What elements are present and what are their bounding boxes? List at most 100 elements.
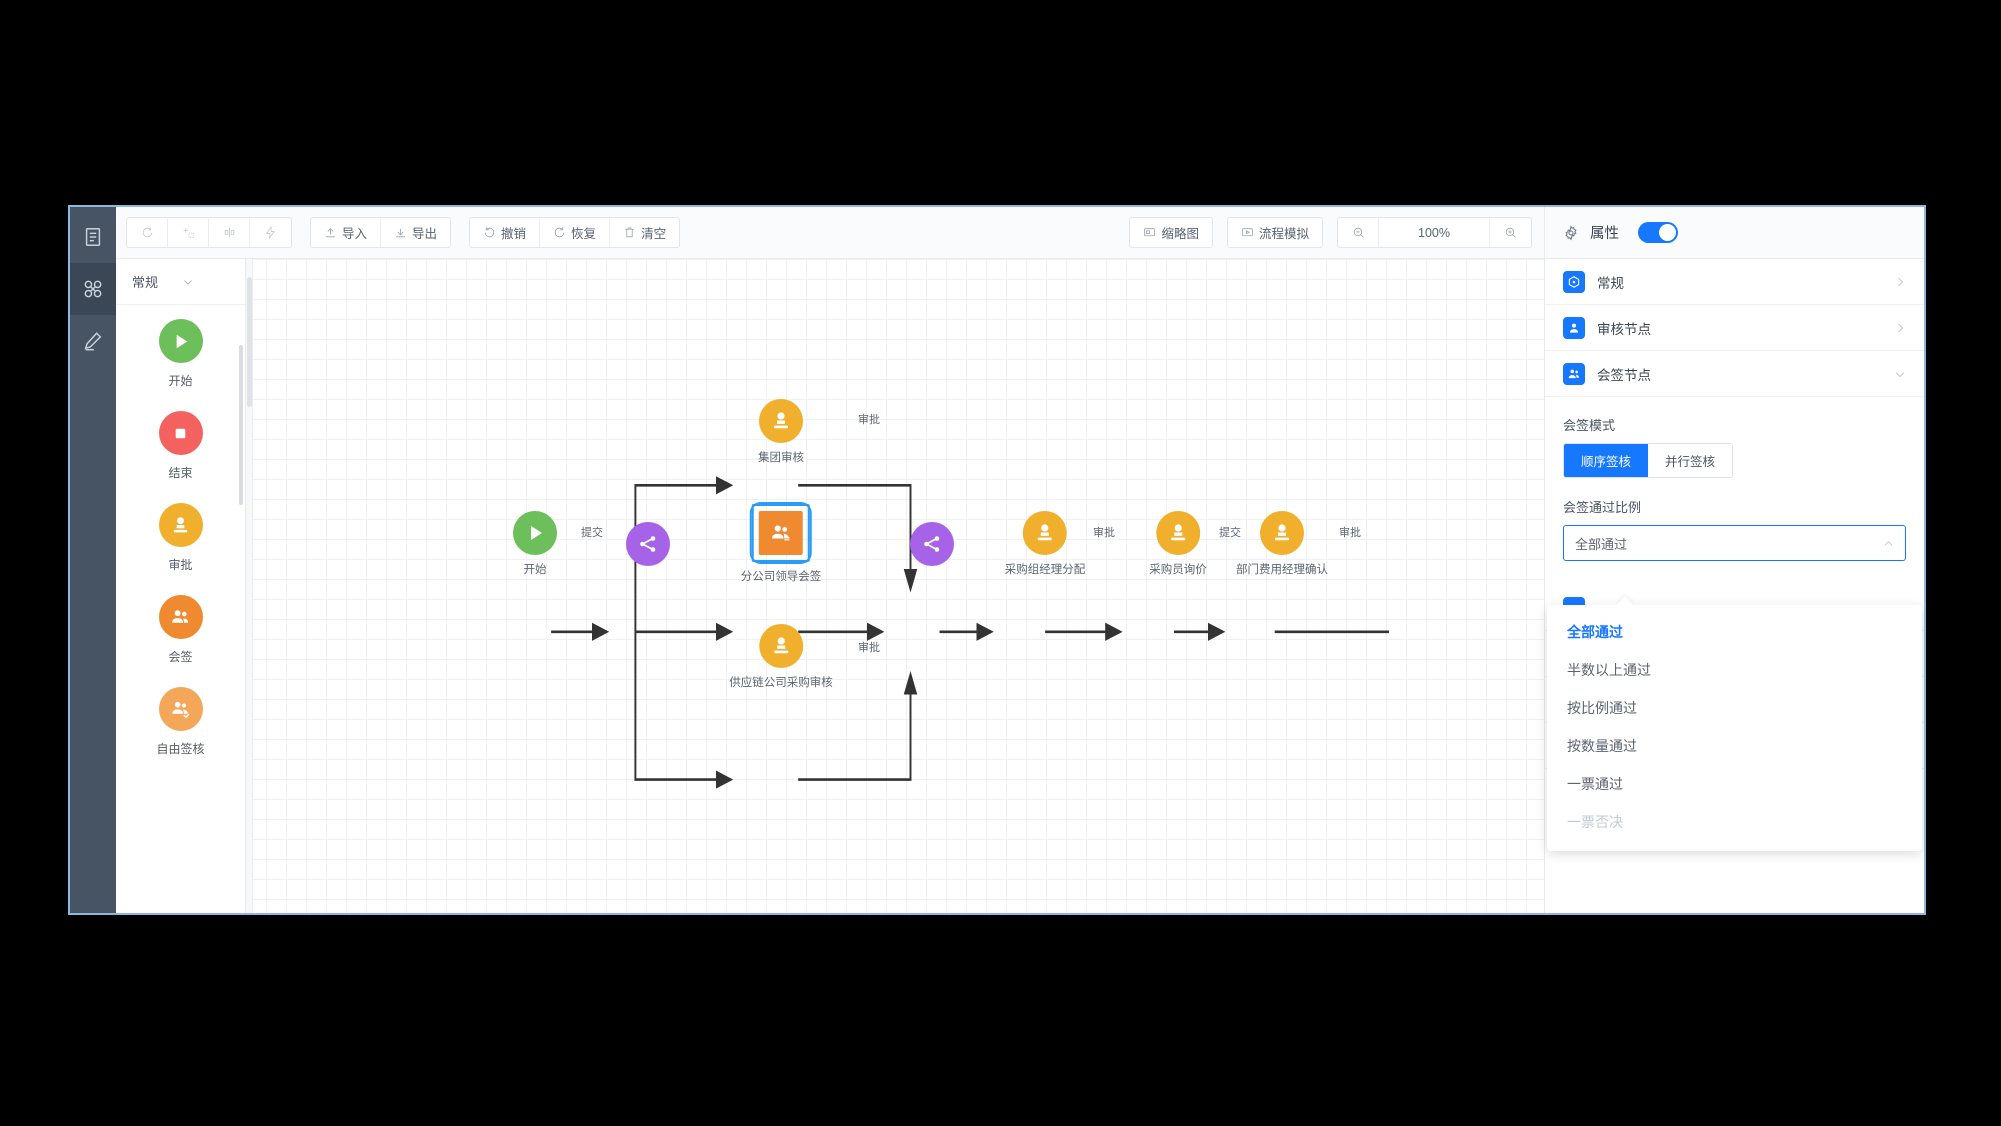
palette-item-label: 审批 [168, 558, 193, 572]
flow-edges [551, 476, 1390, 789]
properties-header: 属性 [1545, 207, 1924, 259]
section-label: 常规 [1597, 275, 1624, 291]
dropdown-option[interactable]: 按数量通过 [1567, 738, 1637, 754]
dropdown-option[interactable]: 半数以上通过 [1567, 662, 1651, 678]
countersign-mode-segmented: 顺序签核 并行签核 [1563, 443, 1734, 478]
free-sign-icon [172, 701, 190, 718]
left-icon-rail [70, 207, 116, 913]
rail-shapes-button[interactable] [70, 263, 116, 315]
zoom-out-button[interactable] [1338, 218, 1380, 247]
approval-icon [1171, 524, 1185, 541]
rail-pen-button[interactable] [70, 315, 116, 367]
flow-node-gateway-1[interactable] [626, 522, 670, 566]
gateway-icon [640, 536, 656, 552]
simulate-button[interactable]: 流程模拟 [1228, 218, 1322, 247]
undo-circle-icon [142, 227, 152, 238]
palette-item-label: 结束 [168, 466, 193, 480]
dropdown-option[interactable]: 全部通过 [1567, 624, 1623, 640]
stop-icon [175, 428, 186, 438]
countersign-ratio-dropdown: 全部通过 半数以上通过 按比例通过 按数量通过 一票通过 一票否决 [1547, 605, 1922, 851]
zoom-group: 100% [1337, 217, 1532, 248]
toolbar-align-button[interactable] [209, 218, 250, 247]
palette-item-label: 自由签核 [156, 742, 205, 756]
section-general[interactable]: 常规 [1545, 259, 1924, 305]
cube-icon [1563, 270, 1585, 293]
flow-node-dept-cost-manager[interactable]: 部门费用经理确认 [1236, 511, 1328, 577]
toolbar-add-node-button[interactable] [168, 218, 209, 247]
document-icon [85, 228, 101, 246]
users-icon [1563, 362, 1585, 385]
edge-label: 审批 [1339, 527, 1361, 539]
countersign-ratio-select[interactable]: 全部通过 [1563, 525, 1906, 561]
properties-toggle[interactable] [1638, 222, 1678, 243]
palette-approval-circle [158, 503, 203, 547]
redo-button[interactable]: 恢复 [540, 218, 611, 247]
rail-document-button[interactable] [70, 211, 116, 263]
countersign-icon [772, 525, 790, 541]
palette-item-approval[interactable]: 审批 [116, 503, 245, 573]
section-countersign-node[interactable]: 会签节点 [1545, 351, 1924, 397]
approval-icon [1275, 524, 1289, 541]
lightning-icon [265, 226, 276, 239]
palette-item-end[interactable]: 结束 [116, 411, 245, 481]
palette-item-label: 开始 [168, 374, 193, 388]
flow-node-gateway-2[interactable] [910, 522, 954, 566]
palette-item-free-sign[interactable]: 自由签核 [116, 687, 245, 757]
node-label: 部门费用经理确认 [1236, 564, 1328, 576]
flow-node-supply-review[interactable]: 供应链公司采购审核 [729, 624, 833, 690]
undo-button[interactable]: 撤销 [470, 218, 541, 247]
chevron-right-icon [1898, 323, 1904, 332]
play-icon [531, 526, 542, 540]
zoom-value[interactable]: 100% [1379, 218, 1490, 247]
import-button[interactable]: 导入 [311, 218, 382, 247]
clear-button[interactable]: 清空 [610, 218, 679, 247]
chevron-down-icon [1895, 371, 1905, 377]
toolbar-undo-circle-button[interactable] [127, 218, 168, 247]
countersign-icon [172, 609, 189, 623]
flow-node-group-review[interactable]: 集团审核 [758, 399, 804, 465]
play-icon [176, 334, 188, 348]
flow-node-start[interactable]: 开始 [513, 511, 557, 577]
clear-label: 清空 [641, 227, 667, 241]
section-label: 审核节点 [1597, 321, 1651, 337]
palette-category-header[interactable]: 常规 [116, 259, 245, 305]
countersign-node-circle [750, 502, 812, 564]
align-icon [224, 227, 234, 238]
edge-label: 审批 [858, 414, 880, 426]
palette-item-start[interactable]: 开始 [116, 319, 245, 389]
pen-icon [84, 332, 102, 351]
selection-frame [750, 502, 812, 564]
gateway-node-circle [910, 522, 954, 566]
palette-scrollbar[interactable] [239, 345, 243, 505]
toolbar-lightning-button[interactable] [250, 218, 291, 247]
undo-label: 撤销 [501, 227, 527, 241]
palette-item-countersign[interactable]: 会签 [116, 595, 245, 665]
mode-sequential-option[interactable]: 顺序签核 [1564, 444, 1649, 477]
approval-icon [1038, 524, 1052, 541]
countersign-settings: 会签模式 顺序签核 并行签核 会签通过比例 全部通过 [1545, 397, 1924, 561]
section-review-node[interactable]: 审核节点 [1545, 305, 1924, 351]
mode-parallel-option[interactable]: 并行签核 [1648, 444, 1733, 477]
add-node-icon [183, 228, 194, 238]
palette-free-sign-circle [158, 687, 203, 731]
zoom-in-button[interactable] [1490, 218, 1531, 247]
toolbar: 导入 导出 撤销 [116, 207, 1544, 259]
dropdown-option: 一票否决 [1567, 814, 1623, 830]
trash-icon [625, 227, 634, 238]
flow-node-branch-countersign[interactable]: 分公司领导会签 [741, 502, 821, 584]
zoom-out-icon [1353, 227, 1364, 238]
flow-node-buyer-quote[interactable]: 采购员询价 [1149, 511, 1207, 577]
dropdown-option[interactable]: 按比例通过 [1567, 700, 1637, 716]
flow-canvas[interactable]: 开始 集团审核 [246, 259, 1544, 913]
chevron-down-icon [184, 279, 192, 285]
palette-category-label: 常规 [132, 275, 159, 290]
edge-label: 提交 [581, 527, 603, 539]
canvas-vertical-scrollbar[interactable] [246, 259, 253, 913]
dropdown-option[interactable]: 一票通过 [1567, 776, 1623, 792]
start-node-circle [513, 511, 557, 555]
node-label: 采购组经理分配 [1004, 564, 1086, 576]
minimap-button[interactable]: 缩略图 [1130, 218, 1212, 247]
simulate-icon [1242, 228, 1253, 237]
export-button[interactable]: 导出 [381, 218, 450, 247]
flow-node-purchase-manager[interactable]: 采购组经理分配 [1004, 511, 1086, 577]
